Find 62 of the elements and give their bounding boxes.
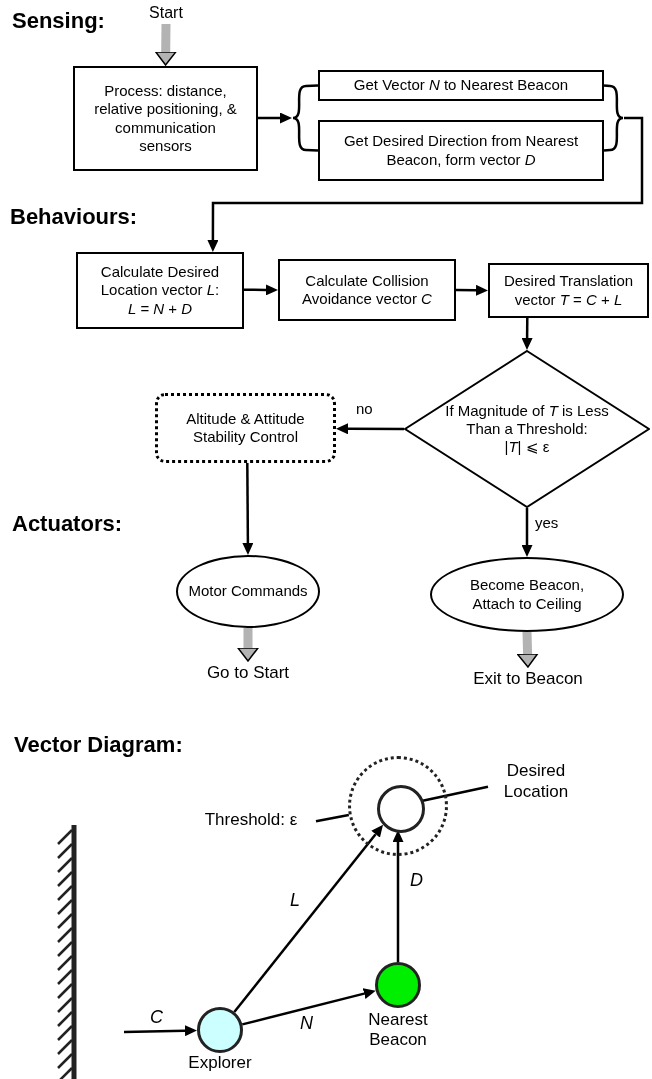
edge-label: yes bbox=[535, 514, 559, 531]
exit-label: Go to Start bbox=[193, 662, 303, 684]
process-box bbox=[318, 70, 604, 101]
edge-label: C bbox=[150, 1007, 163, 1028]
process-box bbox=[318, 120, 604, 181]
connector-line bbox=[305, 148, 319, 152]
process-box bbox=[278, 259, 456, 321]
section-heading: Sensing: bbox=[12, 8, 105, 34]
box-text: Calculate Desired Location vector L: bbox=[99, 263, 221, 300]
block-arrow bbox=[516, 631, 539, 668]
leader-line bbox=[421, 785, 489, 803]
section-heading: Vector Diagram: bbox=[14, 732, 183, 758]
block-arrow bbox=[154, 23, 177, 66]
explorer-circle bbox=[197, 1007, 243, 1053]
box-text: Process: distance, relative positioning, & communication sensors bbox=[93, 81, 238, 156]
decision-diamond bbox=[404, 350, 650, 508]
box-text: Get Desired Direction from Nearest Beacon, form vector D bbox=[342, 132, 580, 169]
start-label: Start bbox=[143, 2, 189, 24]
box-text: Calculate Collision Avoidance vector C bbox=[301, 271, 433, 309]
node-caption: Nearest Beacon bbox=[367, 1010, 429, 1051]
callout-label: Desired Location bbox=[488, 758, 584, 806]
arrow bbox=[123, 1025, 197, 1037]
process-box bbox=[73, 66, 258, 171]
connector-line bbox=[603, 84, 611, 88]
arrow bbox=[336, 423, 404, 435]
process-box bbox=[488, 263, 649, 318]
edge-label: N bbox=[300, 1013, 313, 1034]
section-heading: Behaviours: bbox=[10, 204, 138, 230]
block-arrow bbox=[237, 628, 259, 662]
box-text: Desired Translation vector T = C + L bbox=[502, 272, 635, 309]
connector-line bbox=[603, 148, 611, 152]
arrow bbox=[258, 112, 292, 124]
arrow bbox=[244, 284, 278, 296]
leader-line bbox=[315, 813, 350, 823]
exit-label: Exit to Beacon bbox=[460, 668, 596, 690]
edge-label: no bbox=[356, 400, 373, 417]
node-caption: Explorer bbox=[187, 1053, 253, 1074]
box-text: If Magnitude of T is Less Than a Threshold: bbox=[444, 401, 610, 439]
formula-text: |T| ⩽ ε bbox=[503, 438, 551, 457]
arrow bbox=[242, 463, 254, 555]
process-box bbox=[76, 252, 244, 329]
edge-label: D bbox=[410, 870, 423, 891]
arrow bbox=[456, 284, 488, 296]
arrow bbox=[242, 988, 376, 1026]
callout-label: Threshold: ε bbox=[186, 808, 316, 832]
location-circle bbox=[377, 785, 425, 833]
box-text: Get Vector N to Nearest Beacon bbox=[353, 76, 569, 95]
arrow bbox=[207, 116, 644, 252]
connector-line bbox=[305, 84, 319, 88]
arrow bbox=[233, 824, 384, 1013]
edge-label: L bbox=[290, 890, 300, 911]
box-text: Motor Commands bbox=[188, 582, 308, 601]
box-text: Become Beacon, Attach to Ceiling bbox=[468, 576, 586, 613]
control-box bbox=[155, 393, 336, 463]
beacon-circle bbox=[375, 962, 421, 1008]
box-text: Altitude & Attitude Stability Control bbox=[185, 409, 306, 447]
section-heading: Actuators: bbox=[12, 511, 122, 537]
arrow bbox=[521, 318, 533, 350]
arrow bbox=[392, 830, 404, 962]
threshold-circle bbox=[348, 756, 448, 856]
formula-text: L = N + D bbox=[127, 299, 193, 318]
arrow bbox=[521, 508, 533, 557]
